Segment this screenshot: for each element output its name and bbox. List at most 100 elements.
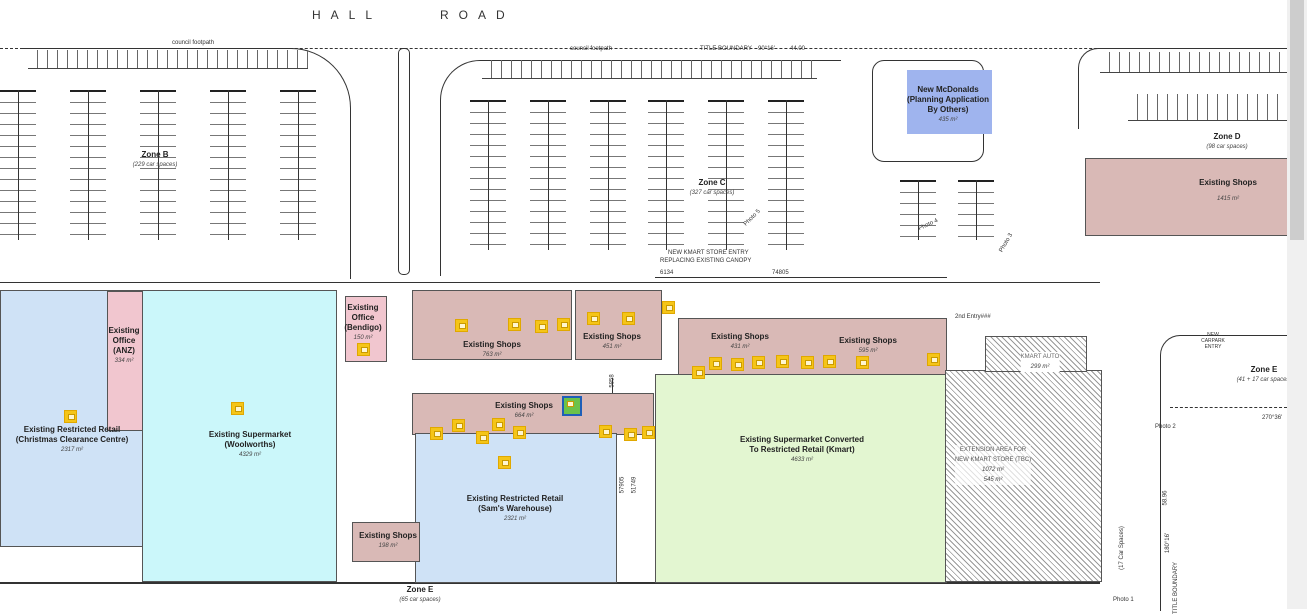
zone-spaces: (327 car spaces): [689, 190, 735, 196]
comment-marker-icon[interactable]: [599, 425, 612, 438]
comment-marker-icon[interactable]: [64, 410, 77, 423]
woolworths[interactable]: [142, 290, 337, 582]
tenancy-area: 198 m²: [378, 543, 398, 549]
comment-marker-icon[interactable]: [452, 419, 465, 432]
bearing-label: 90°16': [758, 46, 775, 52]
zone-d-label: Zone D(98 car spaces): [1206, 132, 1247, 152]
median-strip: [398, 48, 410, 275]
tenancy-name: (Bendigo): [344, 323, 382, 332]
title-boundary-label: TITLE BOUNDARY: [700, 46, 752, 52]
existing-shops-763[interactable]: [412, 290, 572, 360]
tenancy-name: New McDonalds: [917, 85, 979, 94]
building-rear: [0, 582, 1100, 584]
comment-marker-icon[interactable]: [801, 356, 814, 369]
zone-name: Zone C: [698, 178, 726, 187]
mcdonalds-building[interactable]: [907, 70, 992, 134]
road-name-hall: HALL: [312, 8, 383, 22]
parking-spine: [918, 180, 919, 240]
tenancy-area: 545 m²: [983, 477, 1003, 483]
car-spaces-label: (17 Car Spaces): [1118, 526, 1125, 570]
comment-marker-icon[interactable]: [622, 312, 635, 325]
zone-name: Zone E: [406, 585, 434, 594]
sams-label: Existing Restricted Retail(Sam's Warehou…: [467, 494, 563, 524]
bearing-label: 270°36': [1262, 415, 1283, 421]
christmas-label: Existing Restricted Retail(Christmas Cle…: [16, 425, 128, 455]
comment-marker-icon[interactable]: [476, 431, 489, 444]
comment-marker-icon[interactable]: [709, 357, 722, 370]
parking-spine: [158, 90, 159, 240]
tenancy-name: Existing: [347, 303, 379, 312]
tenancy-name: Existing Shops: [463, 340, 521, 349]
selected-comment-marker-icon[interactable]: [562, 396, 582, 416]
existing-shops-451[interactable]: [575, 290, 662, 360]
tenancy-name: EXTENSION AREA FOR: [959, 447, 1027, 453]
zone-b-carpark: [20, 48, 351, 279]
tenancy-area: 2321 m²: [503, 516, 527, 522]
council-footpath-label: council footpath: [172, 40, 215, 46]
zone-spaces: (229 car spaces): [132, 162, 178, 168]
comment-marker-icon[interactable]: [823, 355, 836, 368]
vertical-scrollbar[interactable]: [1287, 0, 1307, 609]
zone-e-bottom-label: Zone E(65 car spaces): [399, 585, 440, 605]
comment-marker-icon[interactable]: [557, 318, 570, 331]
parking-spine: [726, 100, 727, 250]
comment-marker-icon[interactable]: [231, 402, 244, 415]
photo-label: Photo 2: [1155, 424, 1176, 430]
tenancy-name: Existing Shops: [359, 531, 417, 540]
comment-marker-icon[interactable]: [662, 301, 675, 314]
parking-bays: [1128, 94, 1287, 121]
shops-431-label: Existing Shops 431 m²: [711, 332, 769, 352]
comment-marker-icon[interactable]: [535, 320, 548, 333]
tenancy-name: Existing Restricted Retail: [466, 494, 564, 503]
zone-d-carpark: [1078, 48, 1288, 129]
tenancy-name: (Woolworths): [224, 440, 276, 449]
tenancy-area: 334 m²: [114, 358, 134, 364]
tenancy-area: 431 m²: [730, 344, 750, 350]
tenancy-name: Existing Supermarket: [208, 430, 292, 439]
dimension-label: 6134: [660, 270, 674, 276]
parking-spine: [488, 100, 489, 250]
second-entry-label: 2nd Entry###: [955, 314, 991, 320]
dimension-label: 57905: [619, 476, 626, 494]
tenancy-name: (ANZ): [113, 346, 135, 355]
comment-marker-icon[interactable]: [357, 343, 370, 356]
shops-198-label: Existing Shops 198 m²: [359, 531, 417, 551]
comment-marker-icon[interactable]: [642, 426, 655, 439]
tenancy-name: Existing: [108, 326, 140, 335]
tenancy-area: 2317 m²: [60, 447, 84, 453]
kmart[interactable]: [655, 374, 947, 583]
comment-marker-icon[interactable]: [492, 418, 505, 431]
comment-marker-icon[interactable]: [731, 358, 744, 371]
photo-label: Photo 1: [1113, 597, 1134, 603]
comment-marker-icon[interactable]: [776, 355, 789, 368]
parking-bays: [482, 60, 817, 79]
scrollbar-thumb[interactable]: [1290, 0, 1304, 240]
tenancy-name: Existing Shops: [1199, 178, 1257, 187]
kmart-entry-note: REPLACING EXISTING CANOPY: [660, 258, 752, 264]
comment-marker-icon[interactable]: [692, 366, 705, 379]
tenancy-area: 451 m²: [602, 344, 622, 350]
anz-office[interactable]: [107, 291, 143, 431]
comment-marker-icon[interactable]: [927, 353, 940, 366]
comment-marker-icon[interactable]: [508, 318, 521, 331]
comment-marker-icon[interactable]: [455, 319, 468, 332]
comment-marker-icon[interactable]: [856, 356, 869, 369]
comment-marker-icon[interactable]: [752, 356, 765, 369]
comment-marker-icon[interactable]: [498, 456, 511, 469]
comment-marker-icon[interactable]: [587, 312, 600, 325]
zone-d-existing-shops[interactable]: [1085, 158, 1289, 236]
parking-spine: [608, 100, 609, 250]
tenancy-name: Existing Shops: [711, 332, 769, 341]
zone-spaces: (41 + 17 car spaces): [1236, 377, 1292, 383]
comment-marker-icon[interactable]: [430, 427, 443, 440]
parking-spine: [88, 90, 89, 240]
comment-marker-icon[interactable]: [624, 428, 637, 441]
sams-warehouse[interactable]: [415, 433, 617, 583]
tenancy-name: KMART AUTO: [1020, 354, 1060, 360]
comment-marker-icon[interactable]: [513, 426, 526, 439]
existing-shops-198[interactable]: [352, 522, 420, 562]
